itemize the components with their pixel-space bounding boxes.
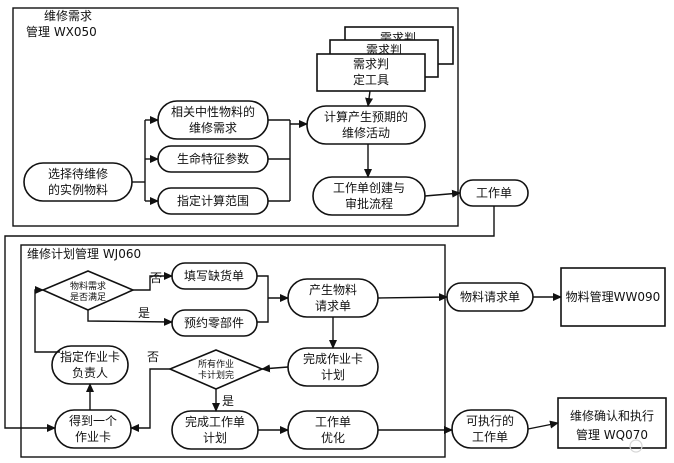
node-get-card: 得到一个 作业卡 [54, 409, 132, 449]
all-planned-line2: 卡计划完 [198, 369, 234, 381]
node-card-plan-done: 完成作业卡 计划 [287, 347, 379, 387]
wx050-frame [12, 7, 459, 227]
node-assign-owner: 指定作业卡 负责人 [51, 345, 129, 385]
wj060-title: 维修计划管理 WJ060 [27, 246, 141, 261]
maint-confirm-line1: 维修确认和执行 [570, 408, 654, 423]
tool-card-front [316, 53, 426, 92]
reserve-parts-label: 预约零部件 [184, 315, 244, 330]
executable-workorder-line1: 可执行的 [466, 413, 514, 428]
workorder-optimize-line2: 优化 [321, 431, 345, 445]
tool-card-front-line1: 需求判 [353, 57, 389, 71]
fill-shortage-label: 填写缺货单 [184, 268, 244, 283]
node-related-demand: 相关中性物料的 维修需求 [157, 100, 269, 140]
calc-scope-label: 指定计算范围 [177, 193, 249, 208]
node-select-material: 选择待维修 的实例物料 [23, 162, 133, 202]
workorder-label: 工作单 [476, 186, 512, 200]
select-material-line2: 的实例物料 [48, 182, 108, 197]
node-executable-workorder: 可执行的 工作单 [451, 409, 529, 449]
node-all-planned: 所有作业 卡计划完 [167, 349, 265, 390]
workorder-plan-done-line1: 完成工作单 [185, 414, 245, 429]
workorder-create-line2: 审批流程 [345, 196, 393, 211]
node-life-params: 生命特征参数 [157, 145, 269, 173]
wj060-connectors [34, 272, 562, 434]
edge-label-yes-2: 是 [222, 394, 234, 408]
workorder-plan-done-line2: 计划 [203, 431, 227, 445]
demand-tool-stack: 需求判 需求判 需求判 定工具 [316, 26, 454, 92]
get-card-line2: 作业卡 [75, 430, 111, 444]
calc-activity-line2: 维修活动 [342, 125, 390, 140]
life-params-label: 生命特征参数 [177, 151, 249, 166]
material-request-out-label: 物料请求单 [460, 290, 520, 304]
assign-owner-line1: 指定作业卡 [60, 349, 120, 364]
node-workorder: 工作单 [459, 179, 529, 207]
material-request-line2: 请求单 [315, 299, 351, 313]
node-calc-scope: 指定计算范围 [157, 187, 269, 215]
material-check-line2: 是否满足 [70, 292, 106, 303]
edge-label-no-2: 否 [147, 350, 159, 364]
card-plan-done-line1: 完成作业卡 [303, 351, 363, 366]
all-planned-line1: 所有作业 [198, 358, 234, 370]
edge-label-yes-1: 是 [138, 306, 150, 320]
edge-label-no-1: 否 [150, 271, 162, 285]
node-material-mgmt: 物料管理WW090 [560, 267, 666, 327]
node-material-request-out: 物料请求单 [446, 282, 534, 312]
node-calc-activity: 计算产生预期的 维修活动 [306, 105, 426, 145]
assign-owner-line2: 负责人 [72, 366, 108, 380]
tool-card-front-line2: 定工具 [353, 72, 389, 87]
node-reserve-parts: 预约零部件 [171, 309, 258, 337]
maint-confirm-line2: 管理 WQ070 [576, 427, 648, 442]
get-card-line1: 得到一个 [69, 413, 117, 428]
calc-activity-line1: 计算产生预期的 [324, 109, 408, 124]
related-demand-line1: 相关中性物料的 [171, 104, 255, 119]
select-material-line1: 选择待维修 [48, 166, 108, 181]
node-material-request: 产生物料 请求单 [287, 278, 379, 318]
node-workorder-plan-done: 完成工作单 计划 [171, 410, 259, 450]
wj060-frame [20, 244, 446, 458]
workorder-optimize-line1: 工作单 [315, 415, 351, 429]
card-plan-done-line2: 计划 [321, 368, 345, 382]
watermark-mark [629, 439, 643, 453]
node-material-check: 物料需求 是否满足 [40, 270, 136, 311]
node-fill-shortage: 填写缺货单 [171, 262, 258, 290]
executable-workorder-line2: 工作单 [472, 430, 508, 444]
material-mgmt-label: 物料管理WW090 [566, 289, 661, 304]
wx050-title-line2: 管理 WX050 [26, 24, 97, 39]
wx050-title-line1: 维修需求 [44, 8, 92, 23]
workorder-create-line1: 工作单创建与 [333, 181, 405, 195]
node-workorder-create: 工作单创建与 审批流程 [312, 176, 426, 216]
node-maint-confirm: 维修确认和执行 管理 WQ070 [557, 397, 667, 449]
material-check-line1: 物料需求 [70, 280, 106, 292]
material-request-line1: 产生物料 [309, 283, 357, 297]
node-workorder-optimize: 工作单 优化 [287, 410, 379, 450]
related-demand-line2: 维修需求 [189, 120, 237, 135]
